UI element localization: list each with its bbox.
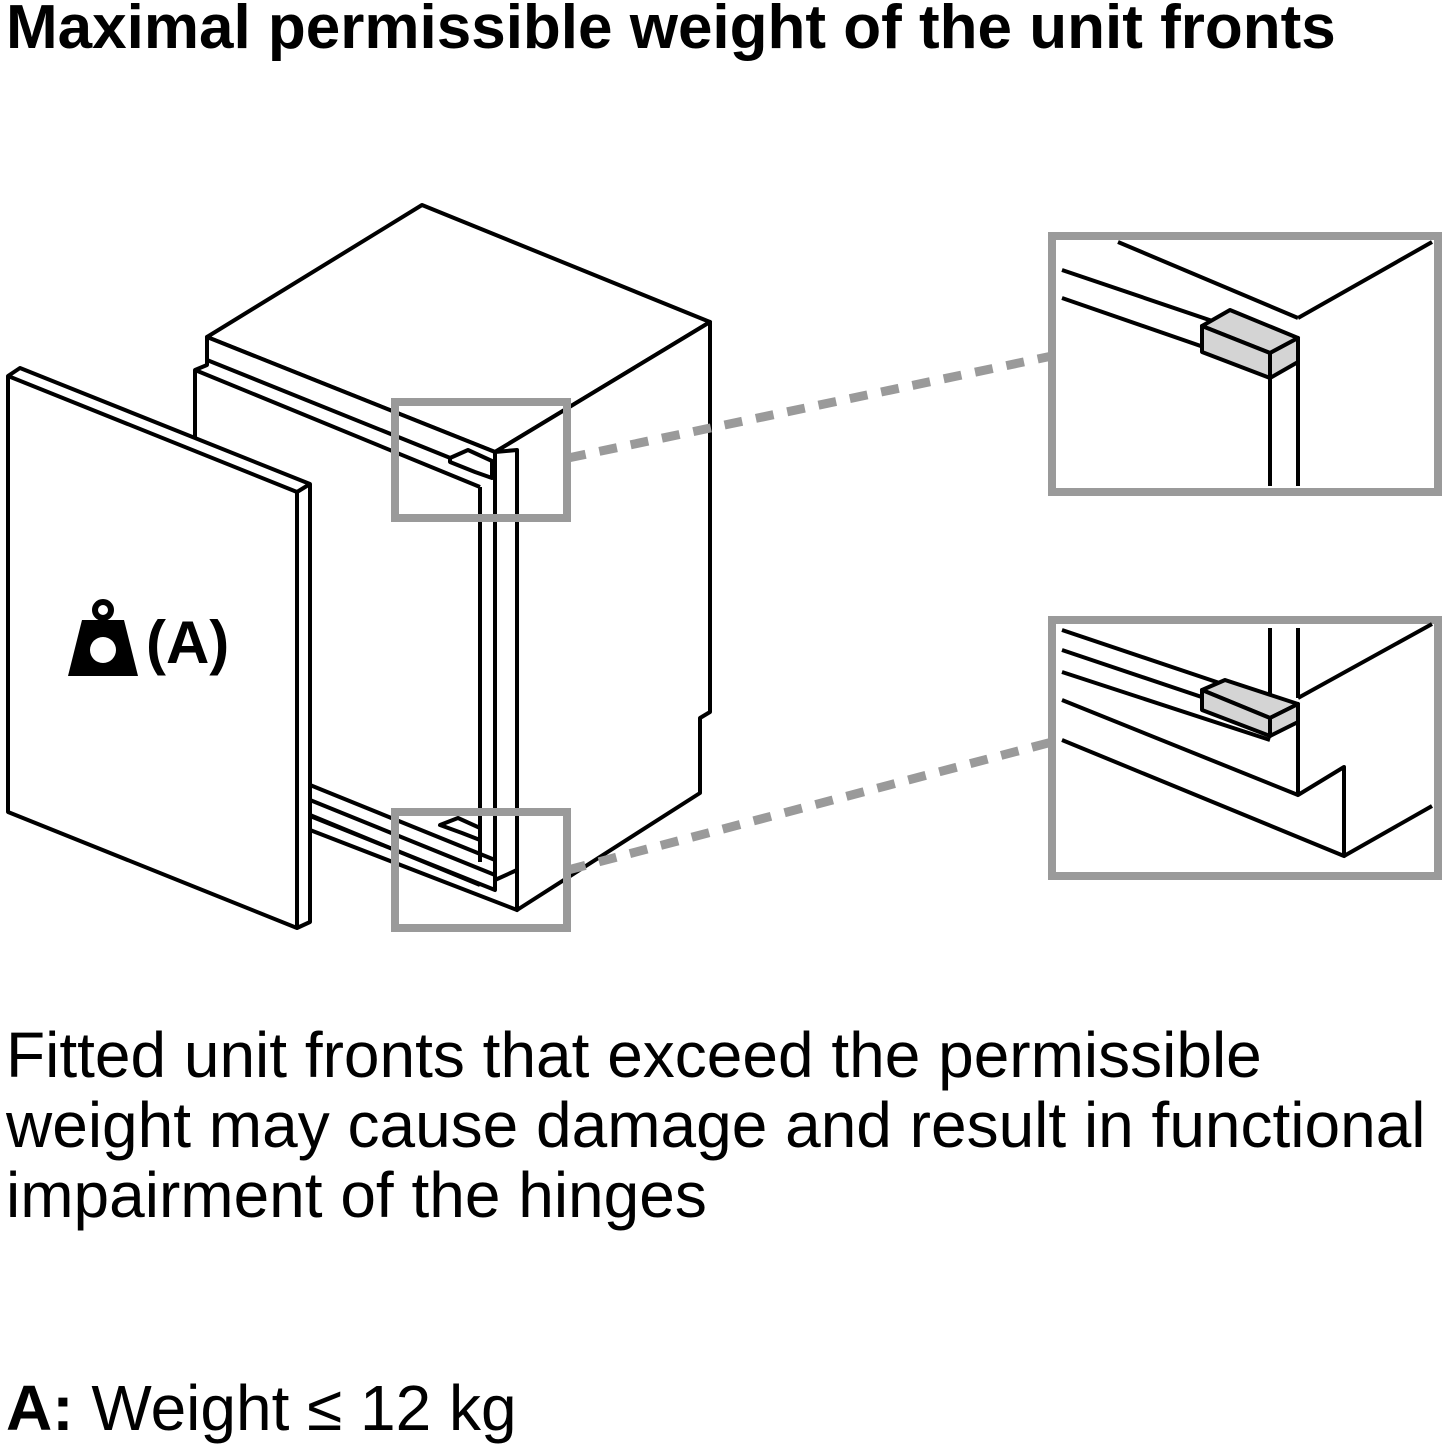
connector-bottom [566,737,1054,875]
page-title: Maximal permissible weight of the unit f… [6,0,1336,62]
weight-icon [68,599,138,676]
spec-value: Weight ≤ 12 kg [73,1372,517,1444]
spec-key: A: [6,1372,74,1444]
detail-top [1048,232,1442,496]
callout-top-marker [391,398,571,522]
cabinet-side [493,320,712,912]
detail-bottom [1048,616,1442,880]
door-panel [6,366,312,930]
weight-label: (A) [146,609,230,676]
callout-bottom-marker [391,808,571,932]
weight-spec: A: Weight ≤ 12 kg [6,1368,517,1448]
warning-text: Fitted unit fronts that exceed the permi… [6,1019,1426,1231]
